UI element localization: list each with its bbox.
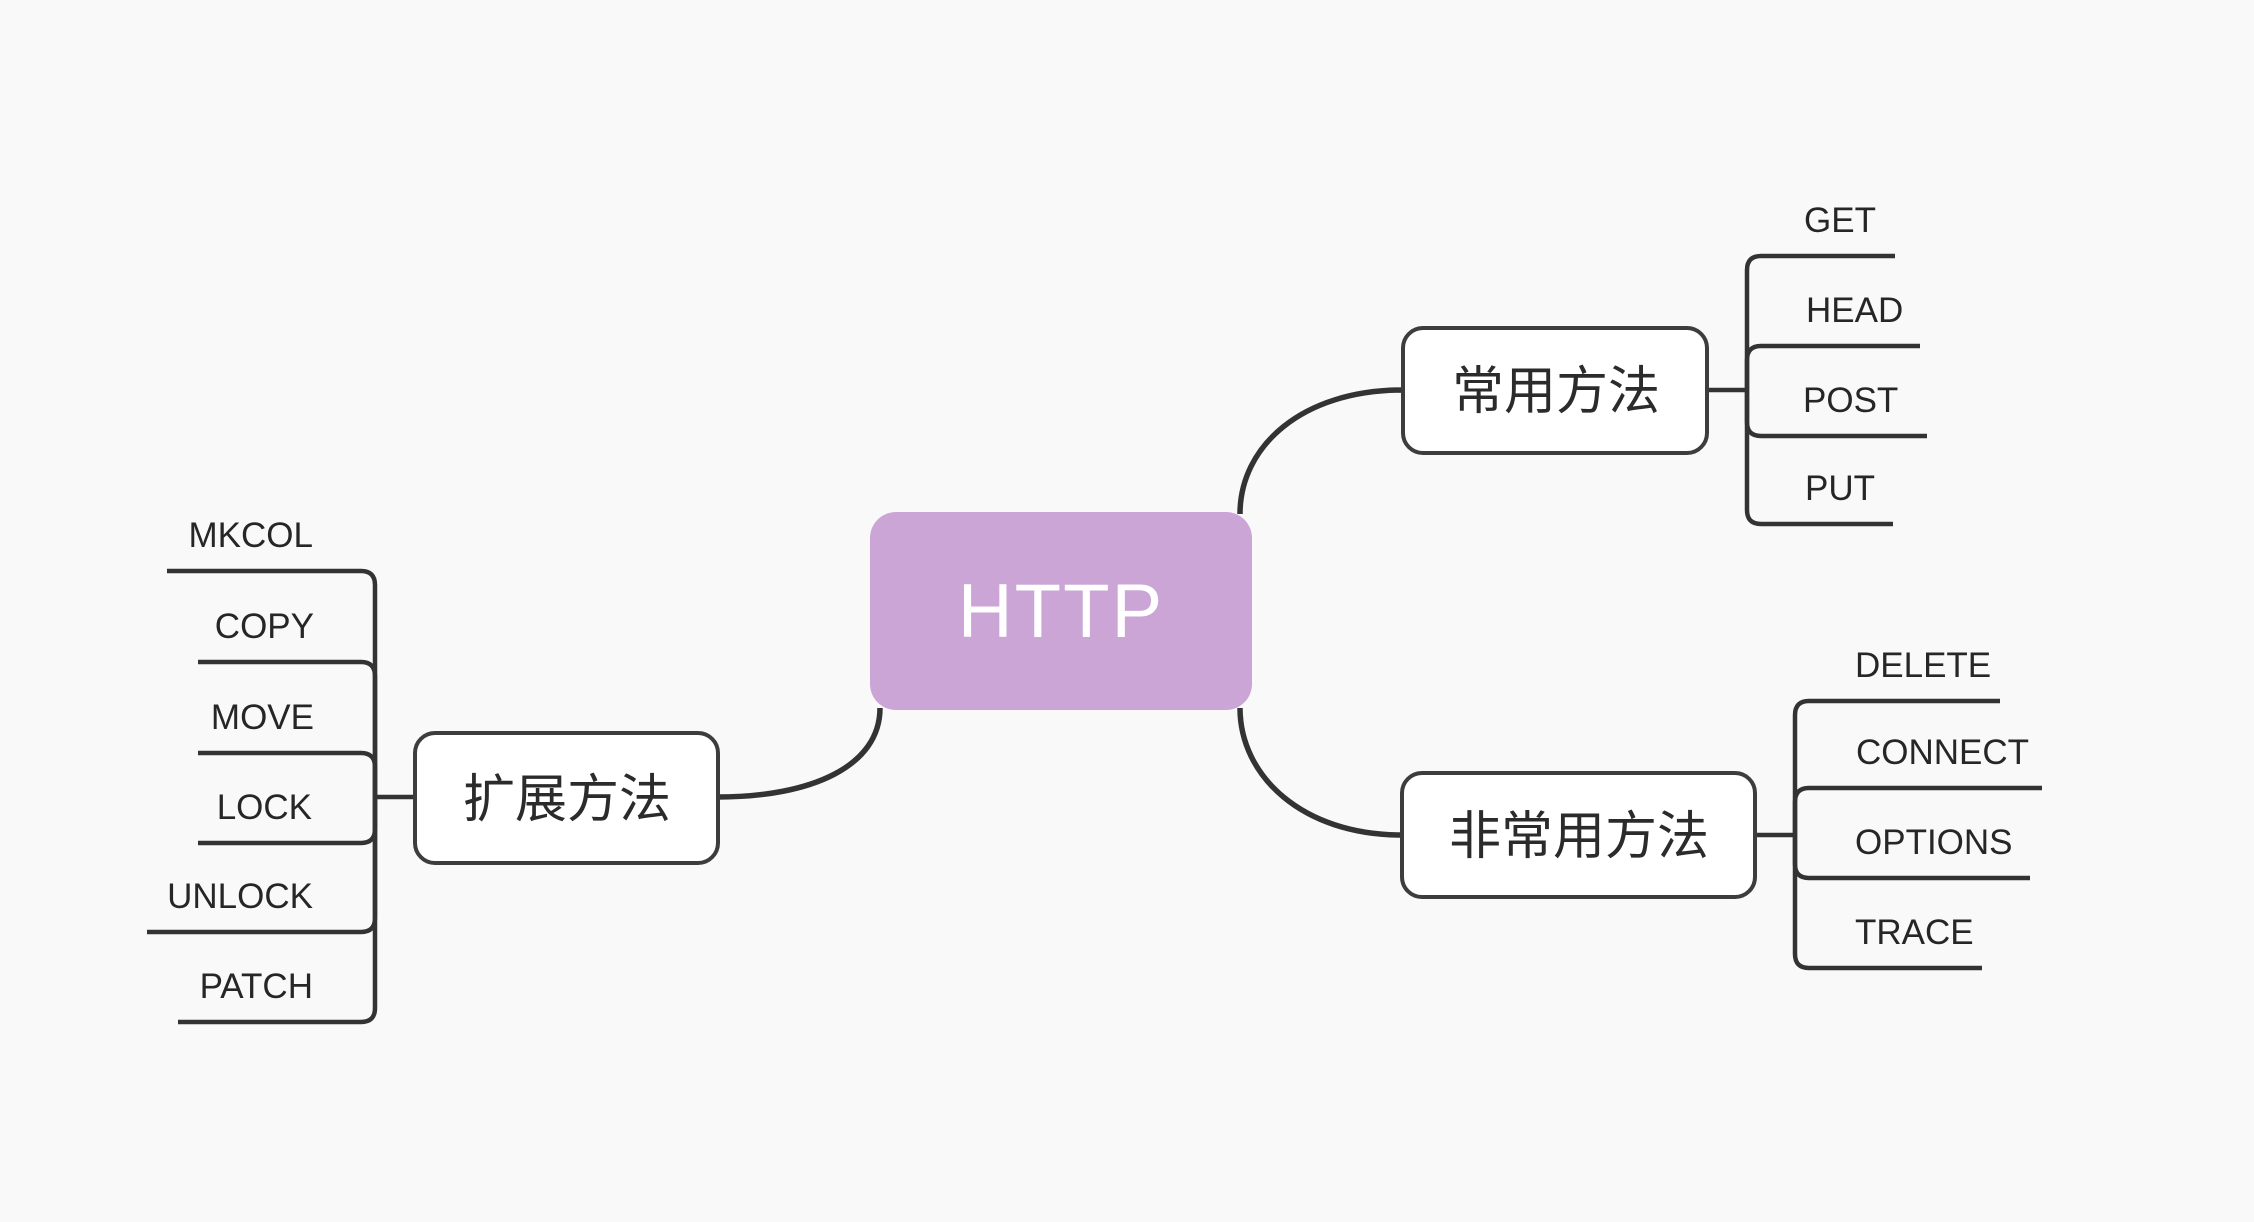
node-lock-label[interactable]: LOCK: [217, 788, 312, 827]
node-head-label[interactable]: HEAD: [1806, 291, 1903, 330]
node-unlock-label[interactable]: UNLOCK: [167, 877, 313, 916]
node-patch-label[interactable]: PATCH: [200, 967, 313, 1006]
node-get-label[interactable]: GET: [1804, 201, 1876, 240]
node-root[interactable]: HTTP: [870, 512, 1252, 710]
connector-put: [1744, 390, 1893, 527]
node-trace-label[interactable]: TRACE: [1855, 913, 1974, 952]
node-copy-label[interactable]: COPY: [215, 607, 314, 646]
node-uncommon-methods-label: 非常用方法: [1449, 808, 1709, 866]
node-connect-label[interactable]: CONNECT: [1856, 733, 2029, 772]
connector-head: [1744, 343, 1920, 390]
node-common-methods-box[interactable]: [1401, 326, 1709, 455]
node-options-label[interactable]: OPTIONS: [1855, 823, 2013, 862]
node-delete-label[interactable]: DELETE: [1855, 646, 1991, 685]
connector-connect: [1792, 785, 2042, 835]
node-put-label[interactable]: PUT: [1805, 469, 1875, 508]
link-layer: [147, 253, 2042, 1025]
connector-get: [1744, 253, 1895, 390]
link-root-to-common: [1237, 387, 1404, 515]
node-extended-methods-box[interactable]: [413, 731, 720, 865]
link-root-to-uncommon: [1237, 707, 1403, 838]
connector-move: [198, 750, 378, 797]
node-extended-methods[interactable]: 扩展方法: [413, 731, 720, 865]
node-mkcol-label[interactable]: MKCOL: [189, 516, 313, 555]
child-nodes-extended: MKCOL COPY MOVE LOCK UNLOCK PATCH: [167, 516, 314, 1006]
node-common-methods-label: 常用方法: [1452, 363, 1660, 421]
node-root-label: HTTP: [958, 569, 1164, 654]
connector-patch: [178, 797, 378, 1025]
node-root-box[interactable]: [870, 512, 1252, 710]
node-post-label[interactable]: POST: [1803, 381, 1898, 420]
connector-delete: [1792, 698, 2000, 835]
node-extended-methods-label: 扩展方法: [463, 771, 671, 829]
child-nodes-uncommon: DELETE CONNECT OPTIONS TRACE: [1855, 646, 2029, 952]
child-nodes-common: GET HEAD POST PUT: [1803, 201, 1903, 508]
node-uncommon-methods[interactable]: 非常用方法: [1400, 771, 1757, 899]
connector-trace: [1792, 835, 1982, 971]
link-root-to-extended: [717, 707, 883, 800]
node-uncommon-methods-box[interactable]: [1400, 771, 1757, 899]
connector-copy: [198, 659, 378, 797]
node-move-label[interactable]: MOVE: [211, 698, 314, 737]
node-common-methods[interactable]: 常用方法: [1401, 326, 1709, 455]
connector-mkcol: [167, 568, 378, 797]
